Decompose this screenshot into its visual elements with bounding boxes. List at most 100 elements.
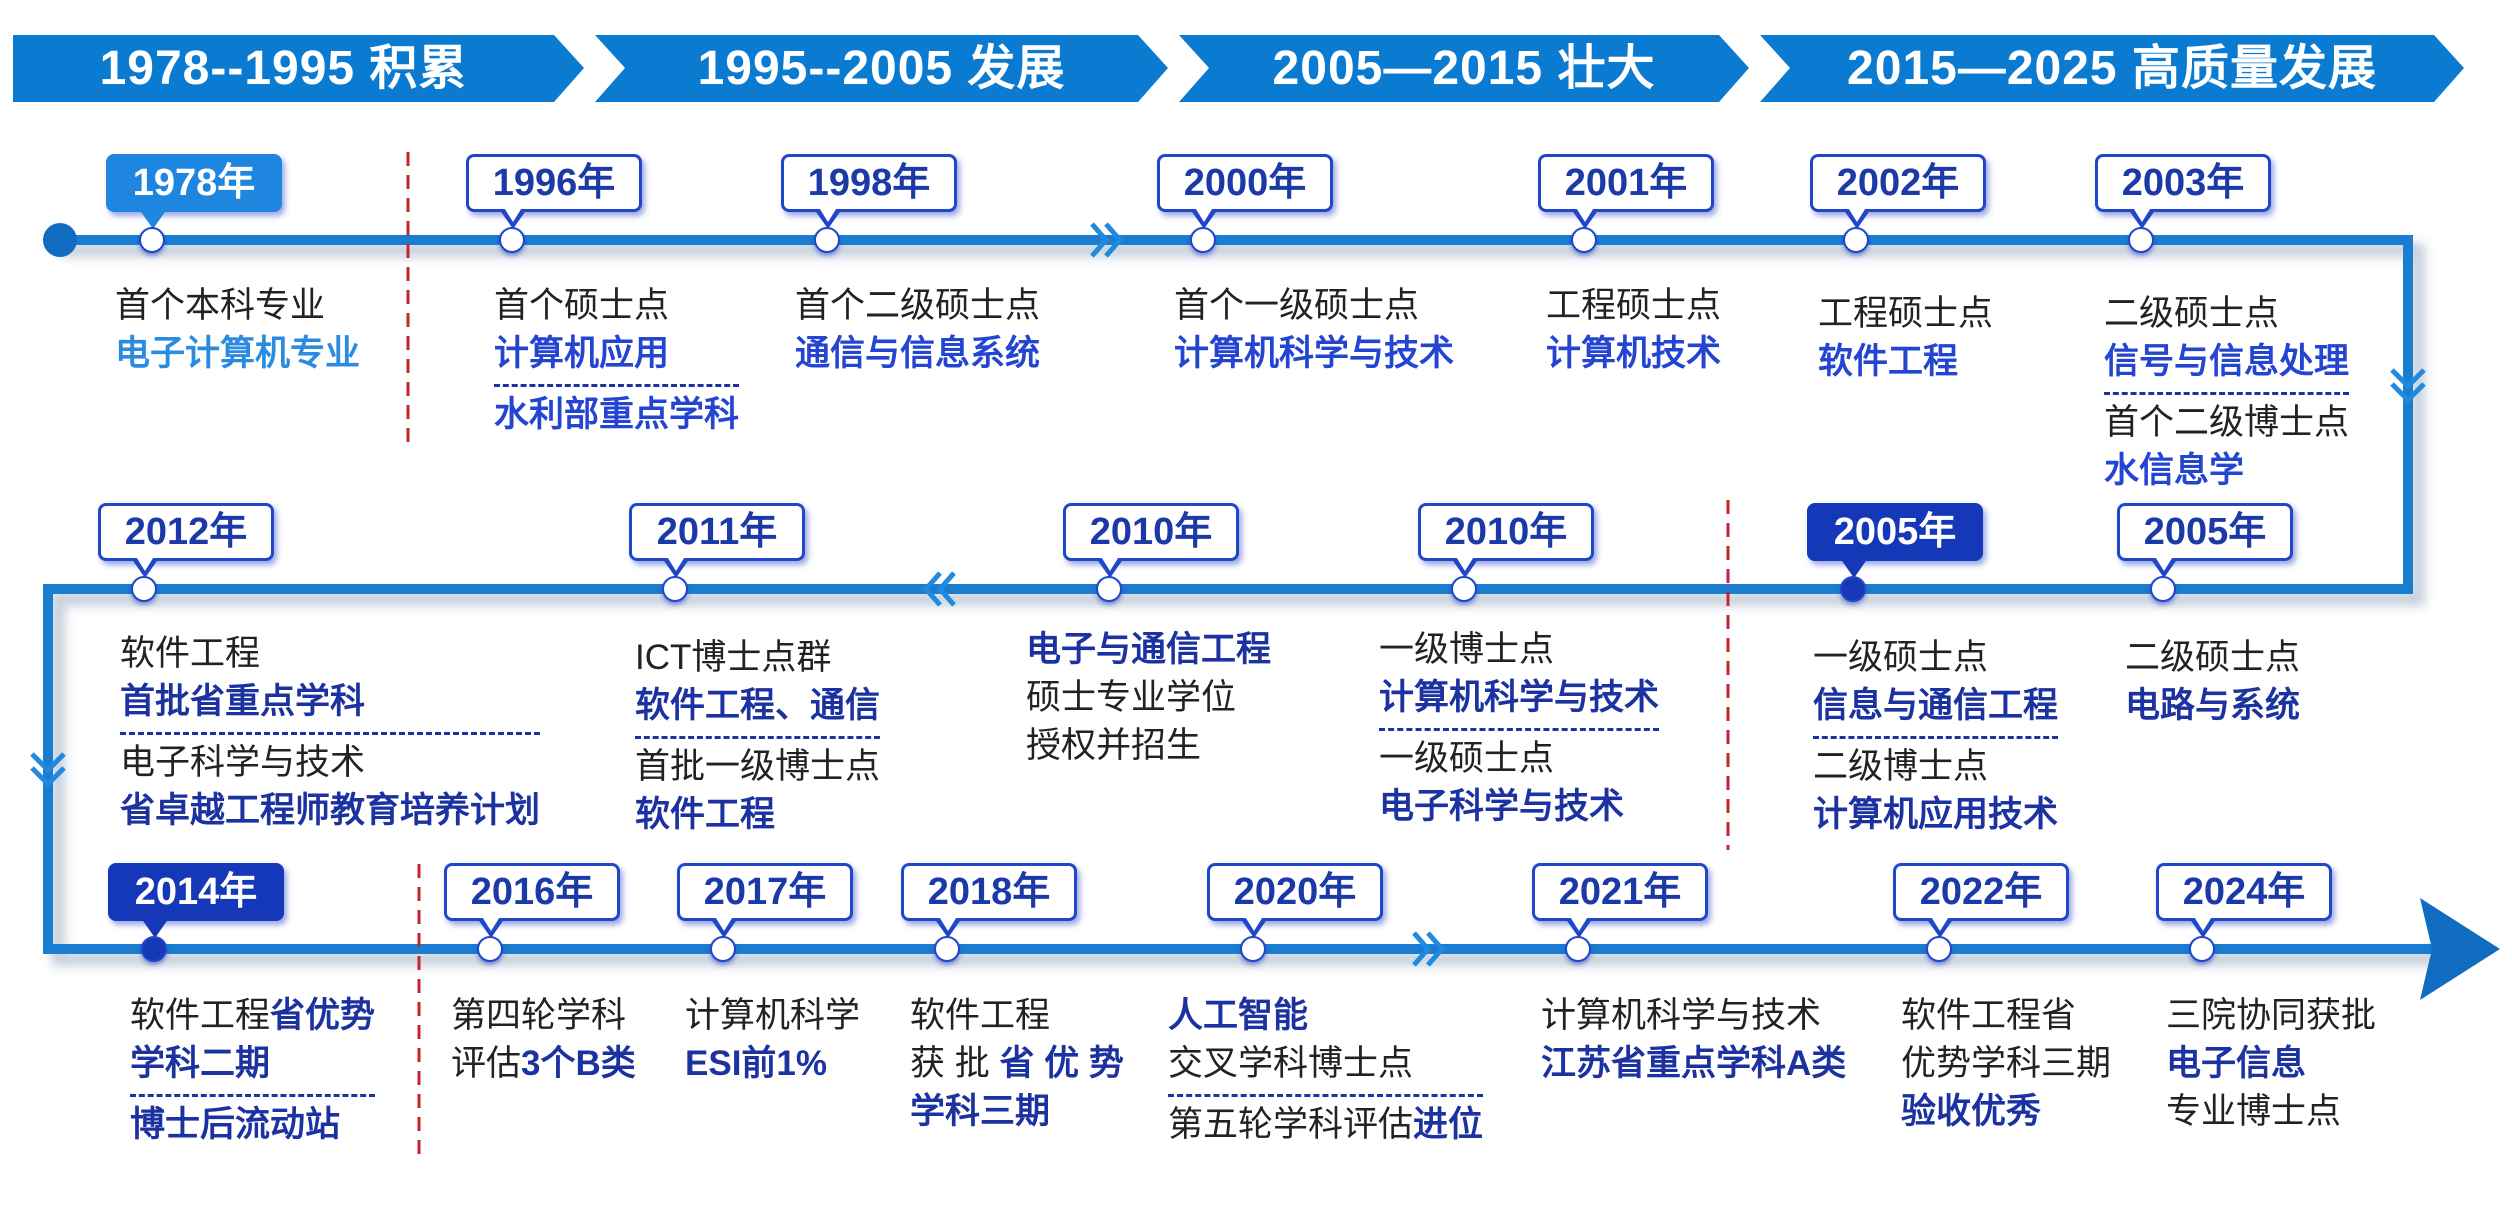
highlight-text: 电路与系统 [2125,686,2301,725]
description-line: 首批省重点学科 [120,678,540,726]
description-line: 软件工程、通信 [635,682,880,730]
timeline-end-arrow [2420,898,2500,1000]
plain-text: 首个一级硕士点 [1174,286,1420,325]
description-line: 软件工程省优势 [130,992,375,1040]
plain-text: 首个二级硕士点 [795,286,1041,325]
event-description: 工程硕士点计算机技术 [1546,282,1721,378]
plain-text: 二级硕士点 [2125,638,2301,677]
plain-text: 一级硕士点 [1379,739,1555,778]
event-description: 人工智能交叉学科博士点第五轮学科评估进位 [1168,992,1484,1149]
plain-text: 计算机科学与技术 [1541,996,1822,1035]
plain-text: 交叉学科博士点 [1168,1044,1414,1083]
event-description: 首个一级硕士点计算机科学与技术 [1174,282,1454,378]
dashed-separator [2104,392,2350,395]
description-line: 首个二级硕士点 [795,282,1040,330]
description-line: 软件工程 [910,992,1124,1040]
highlight-text: 学科二期 [130,1044,271,1083]
era-banner-shape [1179,35,1749,102]
description-line: 博士后流动站 [130,1101,375,1149]
bubble-pointer [1843,206,1871,229]
timeline-node [662,576,688,602]
year-text: 2018年 [927,871,1051,913]
description-line: 计算机应用技术 [1813,791,2058,839]
description-line: 电子与通信工程 [1026,626,1271,674]
year-text: 2001年 [1564,162,1688,204]
description-line: 江苏省重点学科A类 [1541,1040,1846,1088]
highlight-text: 信息与通信工程 [1813,686,2059,725]
timeline-node [1190,227,1216,253]
description-line: 专业博士点 [2166,1088,2376,1136]
highlight-text: 通信与信息系统 [795,334,1041,373]
bubble-pointer [477,915,505,938]
direction-chevron-left-icon [922,571,956,607]
dashed-separator [1379,728,1660,731]
plain-text: 评估 [451,1044,522,1083]
dashed-separator [130,1094,376,1097]
plain-text: 获 批 [910,1044,1000,1083]
description-line: 电子信息 [2166,1040,2376,1088]
bubble-pointer [1096,555,1124,578]
highlight-text: 3个B类 [521,1044,636,1083]
year-label: 2024年 [2156,863,2332,938]
highlight-text: 水信息学 [2104,451,2245,490]
timeline-node [1926,936,1952,962]
event-description: ICT博士点群软件工程、通信首批一级博士点软件工程 [635,634,881,839]
year-label: 2010年 [1418,503,1594,578]
description-line: 学科二期 [130,1040,375,1088]
bubble-pointer [141,915,169,938]
era-banner-label: 2015—2025 高质量发展 [1847,42,2377,95]
description-line: 一级硕士点 [1813,634,2058,682]
description-line: 首个硕士点 [494,282,739,330]
era-banner-shape [595,35,1168,102]
year-label: 2010年 [1063,503,1239,578]
era-banner-shape [1760,35,2464,102]
year-label: 1978年 [106,154,282,229]
description-line: 二级硕士点 [2104,290,2349,338]
description-line: 电路与系统 [2125,682,2300,730]
year-text: 2011年 [656,511,778,553]
description-line: 获 批 省 优 势 [910,1040,1124,1088]
plain-text: ICT博士点群 [635,638,832,677]
direction-chevron-down-icon [30,752,66,788]
event-description: 一级硕士点信息与通信工程二级博士点计算机应用技术 [1813,634,2059,839]
timeline-node [1840,576,1866,602]
year-text: 2022年 [1919,871,2043,913]
dashed-separator [635,736,881,739]
year-text: 2002年 [1836,162,1960,204]
highlight-text: 验收优秀 [1901,1092,2042,1131]
year-label: 2005年 [1807,503,1983,578]
description-line: 工程硕士点 [1546,282,1721,330]
description-line: 电子科学与技术 [120,739,540,787]
description-line: 二级博士点 [1813,743,2058,791]
plain-text: 第五轮学科评估 [1168,1105,1414,1144]
dashed-separator [120,732,541,735]
description-line: 首个一级硕士点 [1174,282,1454,330]
era-banner-label: 1995--2005 发展 [697,42,1066,95]
plain-text: 二级博士点 [1813,747,1989,786]
description-line: 授权并招生 [1026,722,1271,770]
era-banner-label: 2005—2015 壮大 [1272,42,1656,95]
bubble-pointer [2189,915,2217,938]
event-description: 第四轮学科评估3个B类 [451,992,636,1088]
highlight-text: 计算机应用 [494,334,670,373]
description-line: 省卓越工程师教育培养计划 [120,787,540,835]
plain-text: 计算机科学 [685,996,861,1035]
highlight-text: 电子计算机专业 [115,334,361,373]
year-label: 2014年 [108,863,284,938]
plain-text: 工程硕士点 [1546,286,1722,325]
era-banner-shape [13,35,584,102]
timeline-node [1451,576,1477,602]
description-line: 电子计算机专业 [115,330,360,378]
description-line: 电子科学与技术 [1379,783,1659,831]
year-text: 2017年 [703,871,827,913]
description-line: 优势学科三期 [1901,1040,2111,1088]
description-line: 工程硕士点 [1818,290,1993,338]
highlight-text: 电子科学与技术 [1379,787,1625,826]
plain-text: 一级博士点 [1379,630,1555,669]
description-line: 水信息学 [2104,447,2349,495]
highlight-text: 省 优 势 [999,1044,1124,1083]
highlight-text: 软件工程 [635,795,776,834]
timeline-node [1565,936,1591,962]
year-text: 1978年 [132,162,256,204]
